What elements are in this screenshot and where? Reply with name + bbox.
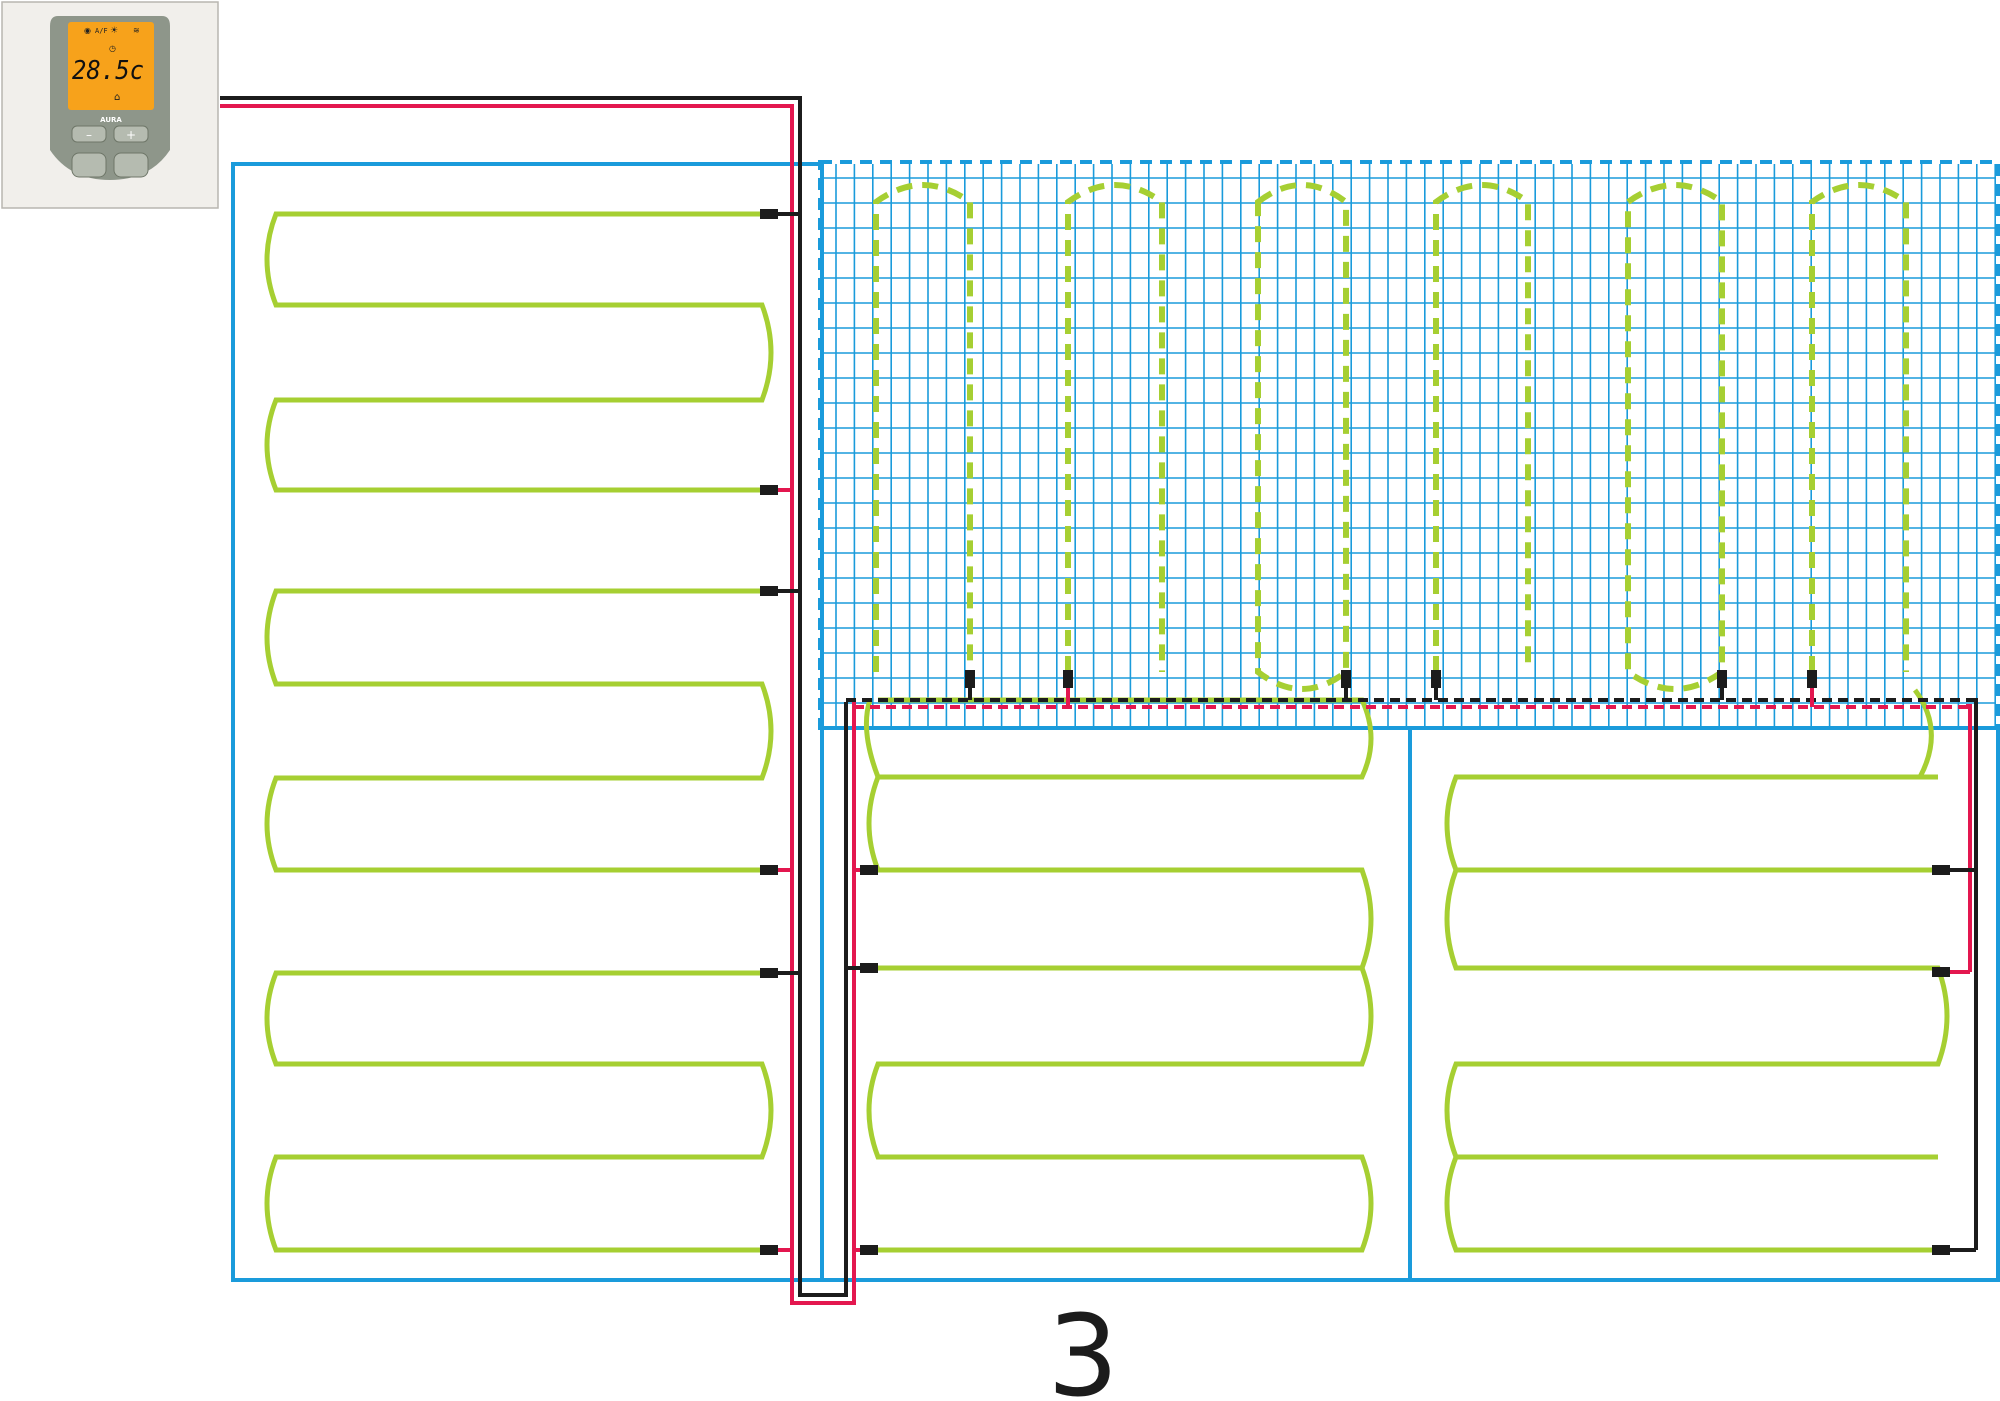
minus-icon: – [86, 128, 92, 142]
heating-cable-loop [1444, 1061, 1938, 1160]
heating-cable-loop [276, 681, 774, 781]
heating-cable-loop [878, 867, 1374, 971]
heating-cable-loop [866, 774, 1362, 873]
plus-icon: + [126, 128, 136, 142]
heating-cable-loop [1456, 965, 1950, 1067]
cable-connector [1431, 670, 1441, 688]
menu-button-right[interactable] [113, 152, 149, 178]
lcd-temperature: 28.5c [72, 56, 144, 86]
dashed-cable-loop [1065, 182, 1165, 672]
cable-connector [860, 865, 878, 875]
heating-cable-loop [866, 1061, 1362, 1160]
cable-connector [1932, 967, 1950, 977]
dashed-cable-loop [1809, 182, 1909, 672]
heating-cable-loop [264, 970, 762, 1067]
brand-label: AURA [100, 116, 122, 124]
program-icon: ⌂ [114, 92, 120, 103]
lcd-screen [68, 22, 154, 110]
heating-cable-loop [276, 302, 774, 403]
thermostat: ◉ A/F ☀ ≋ ◷ 28.5c ⌂ AURA – + [1, 1, 219, 209]
cable-connector [860, 963, 878, 973]
heating-cable-loop [1444, 1154, 1938, 1253]
heating-cable-loop [1444, 774, 1938, 873]
dashed-cable-loop [1255, 182, 1349, 692]
cable-connector [760, 968, 778, 978]
heating-cable-loop [878, 1154, 1374, 1253]
cable-connector [1807, 670, 1817, 688]
cable-connector [1717, 670, 1727, 688]
dashed-cable-loop [1625, 182, 1725, 692]
neutral-feed-wire [220, 96, 848, 1297]
dashed-heating-cables [873, 182, 1909, 692]
cable-connectors [760, 209, 1976, 1255]
heating-cable-loop [1444, 867, 1938, 971]
cable-connector [760, 865, 778, 875]
heating-cable-loop [264, 775, 762, 873]
left-mat-outline [231, 162, 824, 1282]
mode-indicator-icon: ◉ [84, 26, 91, 35]
diagram-caption: 3 [1047, 1292, 1118, 1401]
heating-cable-loop [276, 1061, 774, 1160]
cable-connector [1063, 670, 1073, 688]
cable-connector [965, 670, 975, 688]
heating-cable-loop [264, 1154, 762, 1253]
cable-connector [1341, 670, 1351, 688]
bottom-right-mat-outline [1408, 726, 2000, 1282]
heating-cable-loop [264, 211, 762, 308]
clock-icon: ◷ [109, 44, 116, 53]
heating-cable-loop [878, 965, 1374, 1067]
upper-mesh-mat-outline [818, 160, 2000, 730]
mode-label: A/F [95, 27, 108, 35]
cable-connector [760, 485, 778, 495]
sun-icon: ☀ [110, 26, 118, 36]
minus-button[interactable] [71, 125, 107, 143]
cable-connector [760, 209, 778, 219]
dashed-cable-loop [1433, 182, 1531, 672]
cable-connector [760, 586, 778, 596]
dashed-cable-loop [873, 182, 973, 672]
bottom-middle-mat-outline [820, 726, 1412, 1282]
heat-waves-icon: ≋ [133, 26, 140, 35]
heating-cable-loop [878, 697, 1374, 780]
live-feed-wire [220, 104, 856, 1305]
heating-cable-loop [264, 588, 762, 687]
cable-connector [1932, 1245, 1950, 1255]
plus-button[interactable] [113, 125, 149, 143]
cable-connector [760, 1245, 778, 1255]
heating-cable-loop [264, 397, 762, 493]
supply-wiring [220, 96, 1978, 1305]
cable-connector [860, 1245, 878, 1255]
heating-cables [264, 211, 1950, 1253]
cable-connector [1932, 865, 1950, 875]
mesh-grid [822, 164, 1996, 726]
menu-button-left[interactable] [71, 152, 107, 178]
right-live-riser [1966, 704, 1972, 972]
